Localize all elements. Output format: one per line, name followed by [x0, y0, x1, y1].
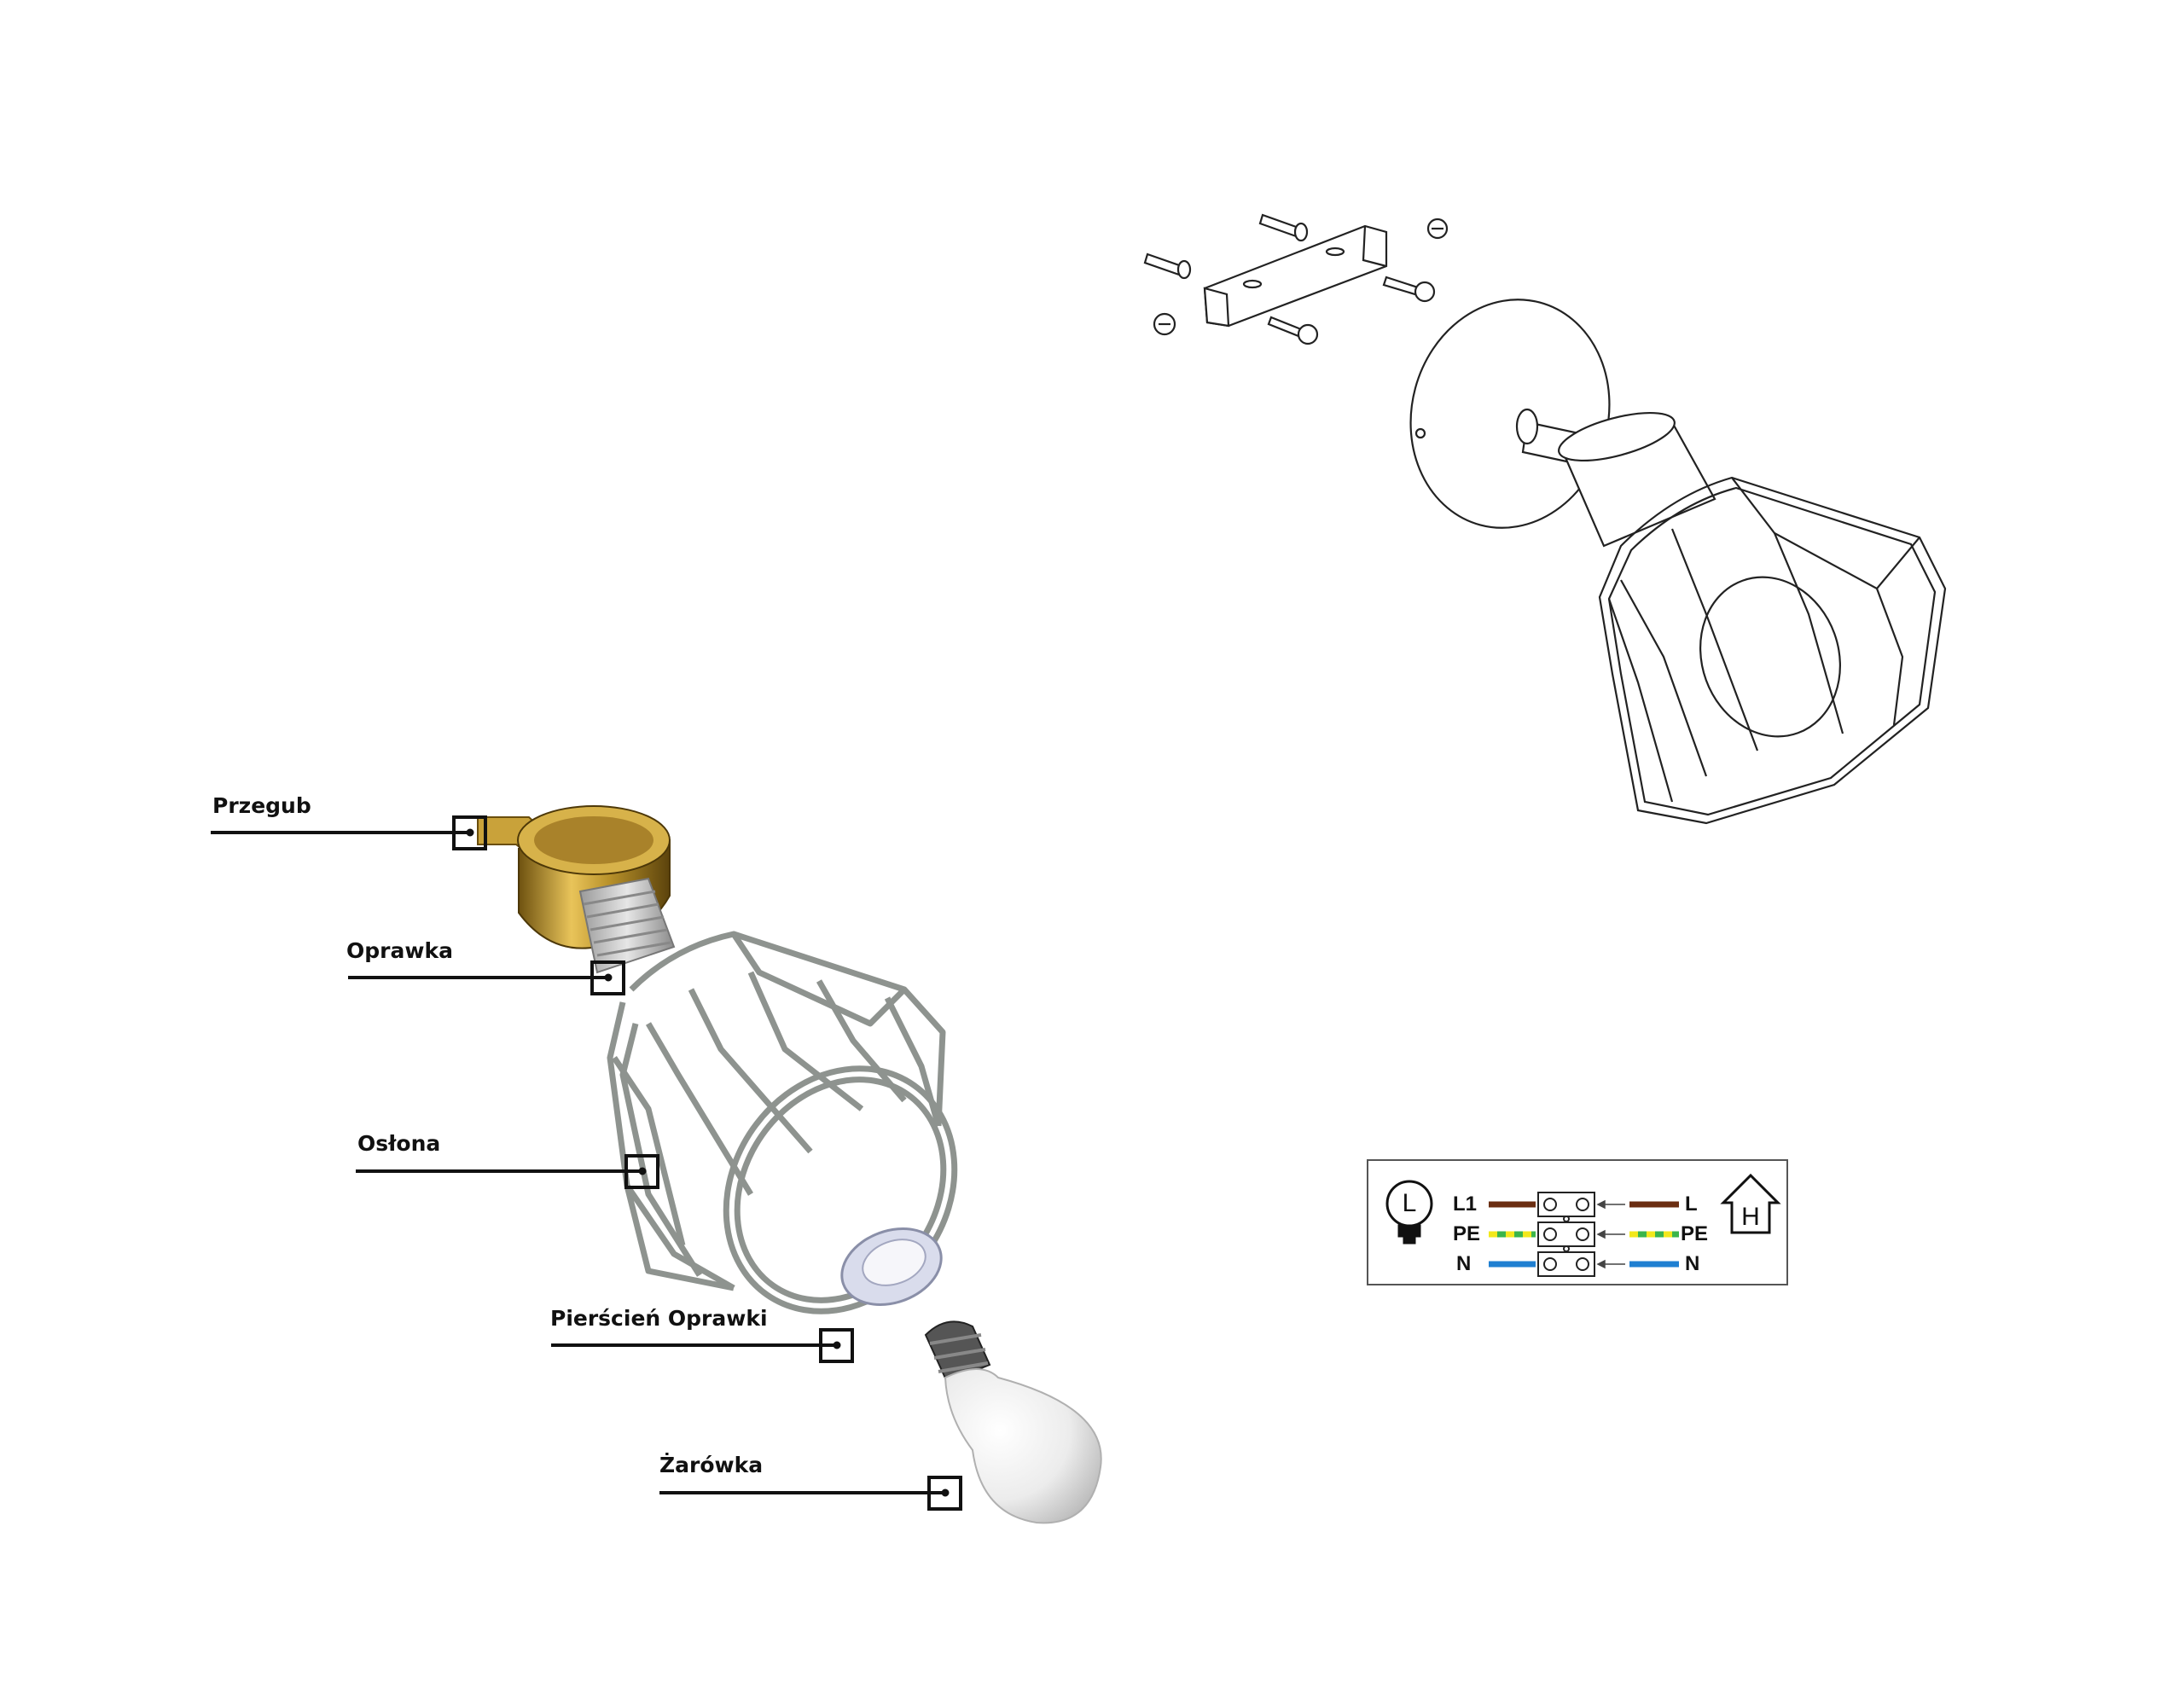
wire-label-pe-right: PE	[1681, 1222, 1709, 1245]
callout-przegub	[211, 815, 487, 850]
mounting-assembly	[1143, 213, 1947, 825]
cage-outline	[1598, 476, 1947, 825]
callout-pierscien	[551, 1328, 854, 1363]
screws	[1143, 213, 1449, 345]
callout-oprawka	[348, 960, 625, 995]
callouts	[211, 815, 962, 1511]
label-pierscien: Pierścień Oprawki	[550, 1306, 768, 1331]
screw-1	[1258, 213, 1309, 242]
wire-label-l1: L1	[1453, 1192, 1478, 1216]
terminal-block	[1537, 1192, 1595, 1277]
lampholder-thread	[578, 877, 676, 974]
wire-cage	[607, 931, 958, 1314]
wires-left	[1489, 1201, 1536, 1268]
house-symbol	[1720, 1173, 1781, 1234]
callout-oslona	[356, 1154, 659, 1189]
exploded-lamp	[477, 805, 1102, 1524]
label-oprawka: Oprawka	[346, 938, 453, 963]
screw-4	[1382, 276, 1436, 303]
wire-arrows	[1596, 1199, 1625, 1269]
mounting-bracket	[1203, 224, 1388, 328]
screw-5	[1153, 312, 1176, 336]
wall-canopy	[1409, 299, 1611, 529]
wire-label-pe-left: PE	[1453, 1222, 1481, 1245]
callout-zarowka	[659, 1476, 962, 1511]
screw-3	[1267, 316, 1319, 345]
screw-6	[1426, 218, 1449, 240]
wiring-diagram	[1367, 1159, 1788, 1285]
house-symbol-letter: H	[1741, 1203, 1760, 1231]
label-zarowka: Żarówka	[659, 1453, 764, 1477]
lamp-symbol-letter: L	[1402, 1189, 1417, 1217]
wire-label-n-left: N	[1456, 1252, 1472, 1275]
socket-ring	[840, 1227, 943, 1306]
lamp-symbol	[1385, 1180, 1433, 1245]
label-przegub: Przegub	[212, 793, 311, 818]
wire-label-n-right: N	[1685, 1252, 1700, 1275]
light-bulb	[924, 1320, 1102, 1524]
label-oslona: Osłona	[357, 1131, 441, 1156]
wires-right	[1629, 1201, 1679, 1268]
wire-label-l: L	[1685, 1192, 1698, 1216]
screw-2	[1143, 252, 1192, 280]
